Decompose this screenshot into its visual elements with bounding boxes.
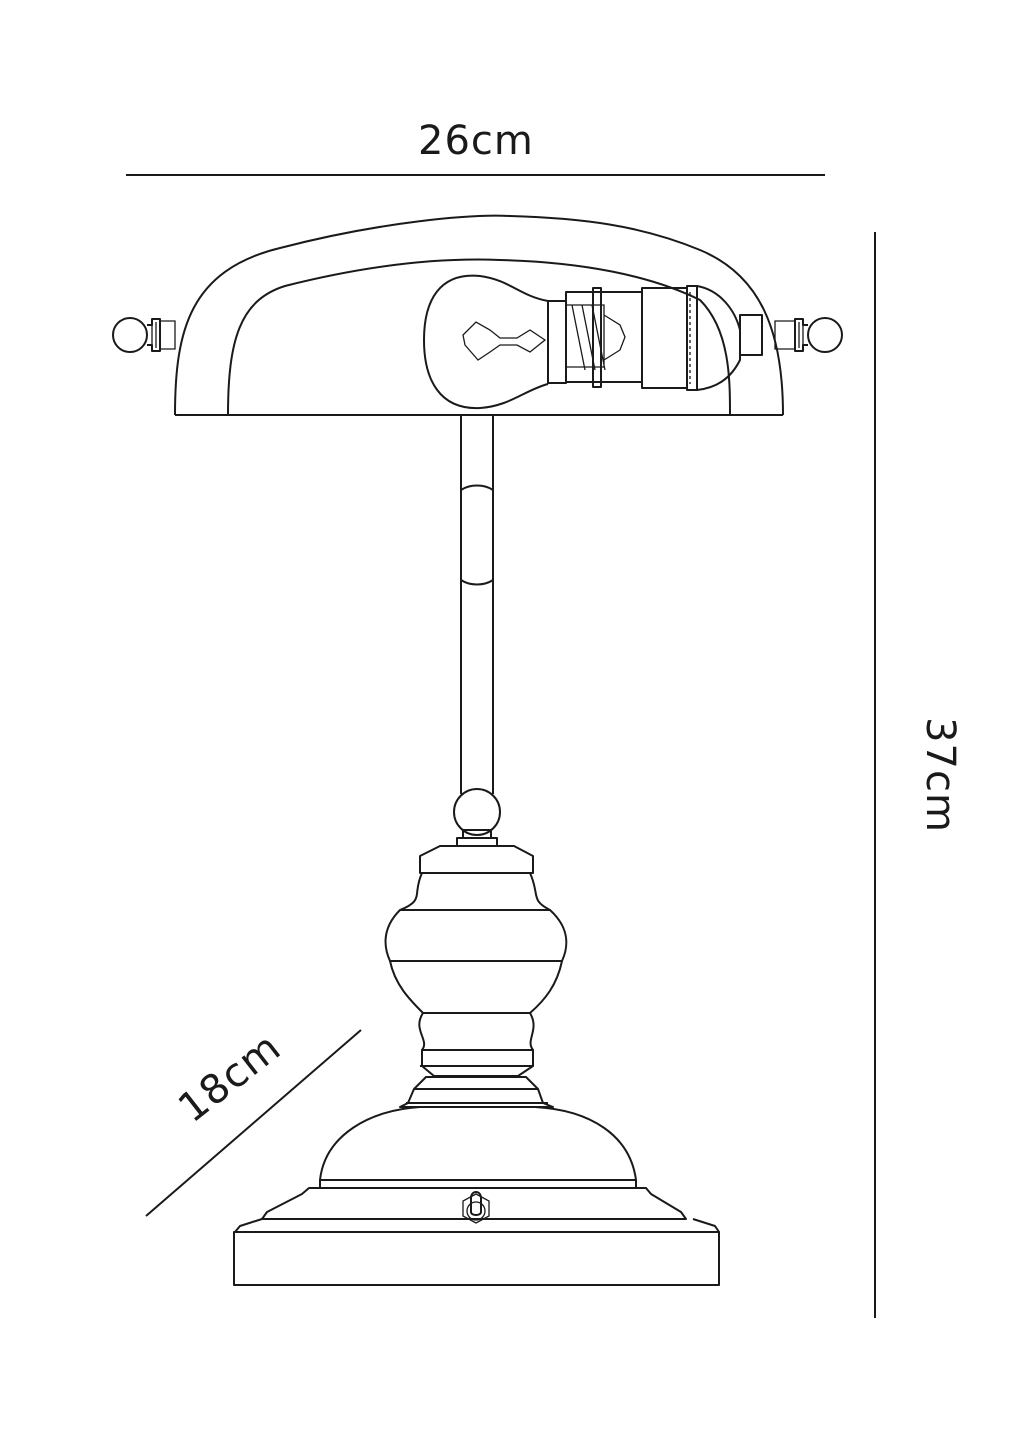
lamp-shade	[112, 214, 843, 416]
right-finial	[774, 317, 843, 353]
lamp-foot	[233, 1076, 720, 1286]
depth-dimension-line	[145, 1029, 362, 1217]
height-label: 37cm	[916, 717, 963, 833]
left-finial	[112, 317, 176, 353]
lamp-base-column	[384, 845, 568, 1077]
light-bulb	[423, 274, 763, 410]
switch-icon[interactable]	[462, 1191, 490, 1224]
lamp-stem	[453, 415, 501, 847]
width-label: 26cm	[418, 118, 534, 164]
